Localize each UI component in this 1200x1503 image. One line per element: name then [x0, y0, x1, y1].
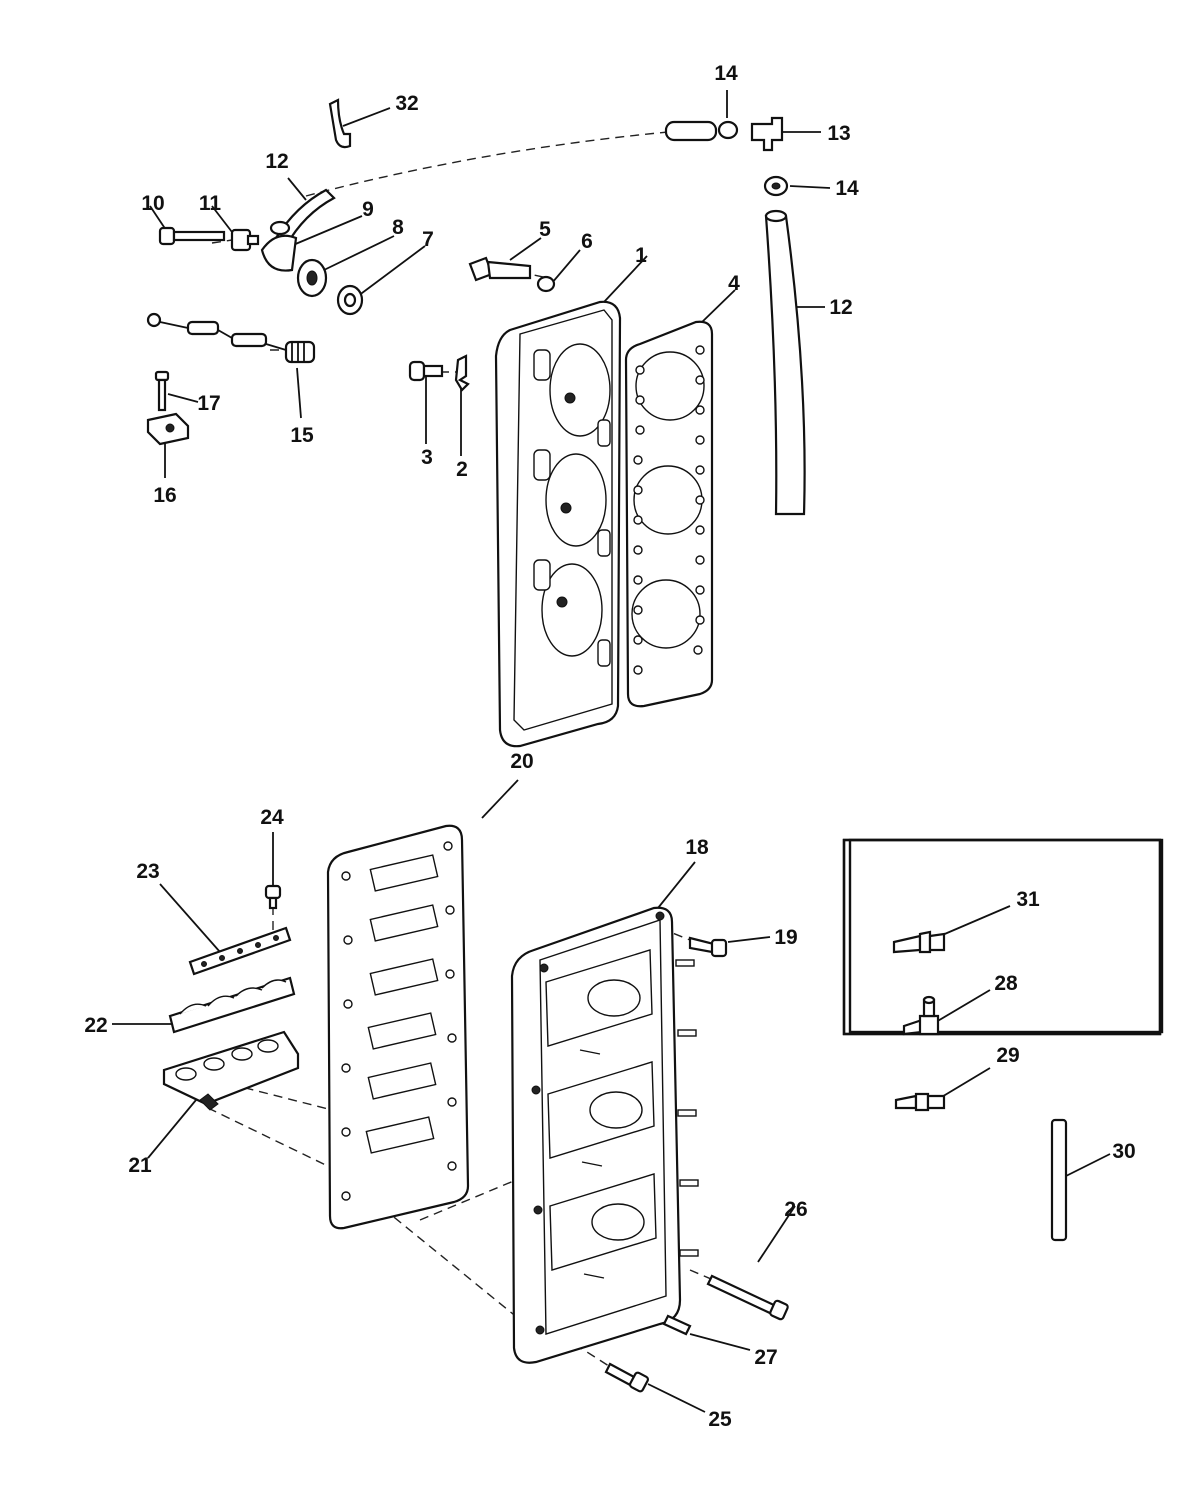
part-14-clamp-second — [763, 175, 789, 197]
part-4-head-gasket — [624, 320, 714, 708]
callout-13: 13 — [827, 122, 850, 145]
part-19-bolt — [688, 936, 728, 958]
callout-32: 32 — [395, 92, 418, 115]
part-31-barb-fitting — [892, 930, 946, 954]
part-12-short-hose — [274, 188, 336, 248]
callout-14-second: 14 — [835, 177, 859, 200]
callout-30: 30 — [1112, 1140, 1135, 1163]
fittings-inset — [848, 838, 1164, 1034]
part-25-screw — [604, 1362, 649, 1393]
part-5-bolt — [468, 256, 532, 282]
part-9-thermostat-cover — [260, 220, 298, 272]
callout-27: 27 — [754, 1346, 777, 1369]
callout-28: 28 — [994, 972, 1018, 995]
part-17-screw — [154, 370, 170, 412]
callout-21: 21 — [128, 1154, 152, 1177]
callout-29: 29 — [996, 1044, 1019, 1067]
callout-9: 9 — [362, 198, 374, 221]
callout-18: 18 — [685, 836, 709, 859]
part-20-intake-gasket — [326, 824, 470, 1230]
fittings-inset-box-full — [850, 840, 1162, 1034]
fittings-inset-border — [842, 838, 1162, 1036]
part-7-seal — [336, 284, 364, 316]
callout-22: 22 — [84, 1014, 107, 1037]
part-32-clip — [328, 98, 352, 149]
callout-2: 2 — [456, 458, 468, 481]
fittings-inset-outline — [850, 840, 1162, 1034]
part-15-sensor-wire — [146, 312, 316, 364]
part-24-screw — [264, 884, 282, 910]
callout-14-top: 14 — [714, 62, 738, 85]
fittings-inset-frame — [842, 838, 1162, 1036]
callout-25: 25 — [708, 1408, 732, 1431]
callout-11: 11 — [199, 192, 222, 215]
part-6-washer — [536, 275, 556, 293]
callout-labels: 1 2 3 4 5 6 7 8 9 10 11 12 12 13 14 14 1… — [84, 62, 1135, 1431]
fittings-inset-panel — [844, 840, 1160, 1034]
callout-24: 24 — [260, 806, 284, 829]
part-29-connector — [894, 1092, 946, 1112]
callout-8: 8 — [392, 216, 404, 239]
callout-10: 10 — [141, 192, 164, 215]
part-16-clamp-block — [146, 412, 190, 446]
leader-lines — [112, 90, 1111, 1413]
callout-15: 15 — [290, 424, 314, 447]
part-26-long-bolt — [706, 1274, 789, 1321]
callout-16: 16 — [153, 484, 176, 507]
part-8-grommet — [296, 258, 328, 298]
part-12-long-hose — [764, 209, 806, 516]
part-3-screw — [408, 360, 444, 382]
part-23-reed-stop — [188, 926, 292, 976]
part-21-reed-block — [162, 1030, 300, 1111]
callout-17: 17 — [197, 392, 220, 415]
callout-4: 4 — [728, 272, 740, 295]
callout-5: 5 — [539, 218, 551, 241]
fittings-inset-box — [842, 838, 1162, 1036]
part-12-hose-segment — [664, 120, 718, 142]
part-28-elbow-fitting — [902, 995, 940, 1036]
part-14-clamp-top — [717, 120, 739, 140]
callout-19: 19 — [774, 926, 797, 949]
part-27-dowel-pin — [662, 1314, 692, 1336]
callout-3: 3 — [421, 446, 433, 469]
part-10-bolt — [158, 226, 226, 246]
callout-7: 7 — [422, 228, 434, 251]
callout-12-short-hose: 12 — [265, 150, 288, 173]
callout-20: 20 — [510, 750, 533, 773]
callout-1: 1 — [635, 244, 647, 267]
part-30-tube — [1050, 1118, 1068, 1242]
callout-26: 26 — [784, 1198, 807, 1221]
part-22-reed-petals — [168, 976, 296, 1034]
part-13-elbow-fitting — [750, 116, 784, 152]
part-1-cylinder-head — [494, 300, 622, 748]
callout-12-long-hose: 12 — [829, 296, 852, 319]
callout-23: 23 — [136, 860, 159, 883]
part-18-intake-manifold — [510, 906, 699, 1364]
part-2-clip — [454, 354, 470, 392]
part-11-fitting — [230, 228, 260, 252]
callout-6: 6 — [581, 230, 593, 253]
callout-31: 31 — [1016, 888, 1040, 911]
